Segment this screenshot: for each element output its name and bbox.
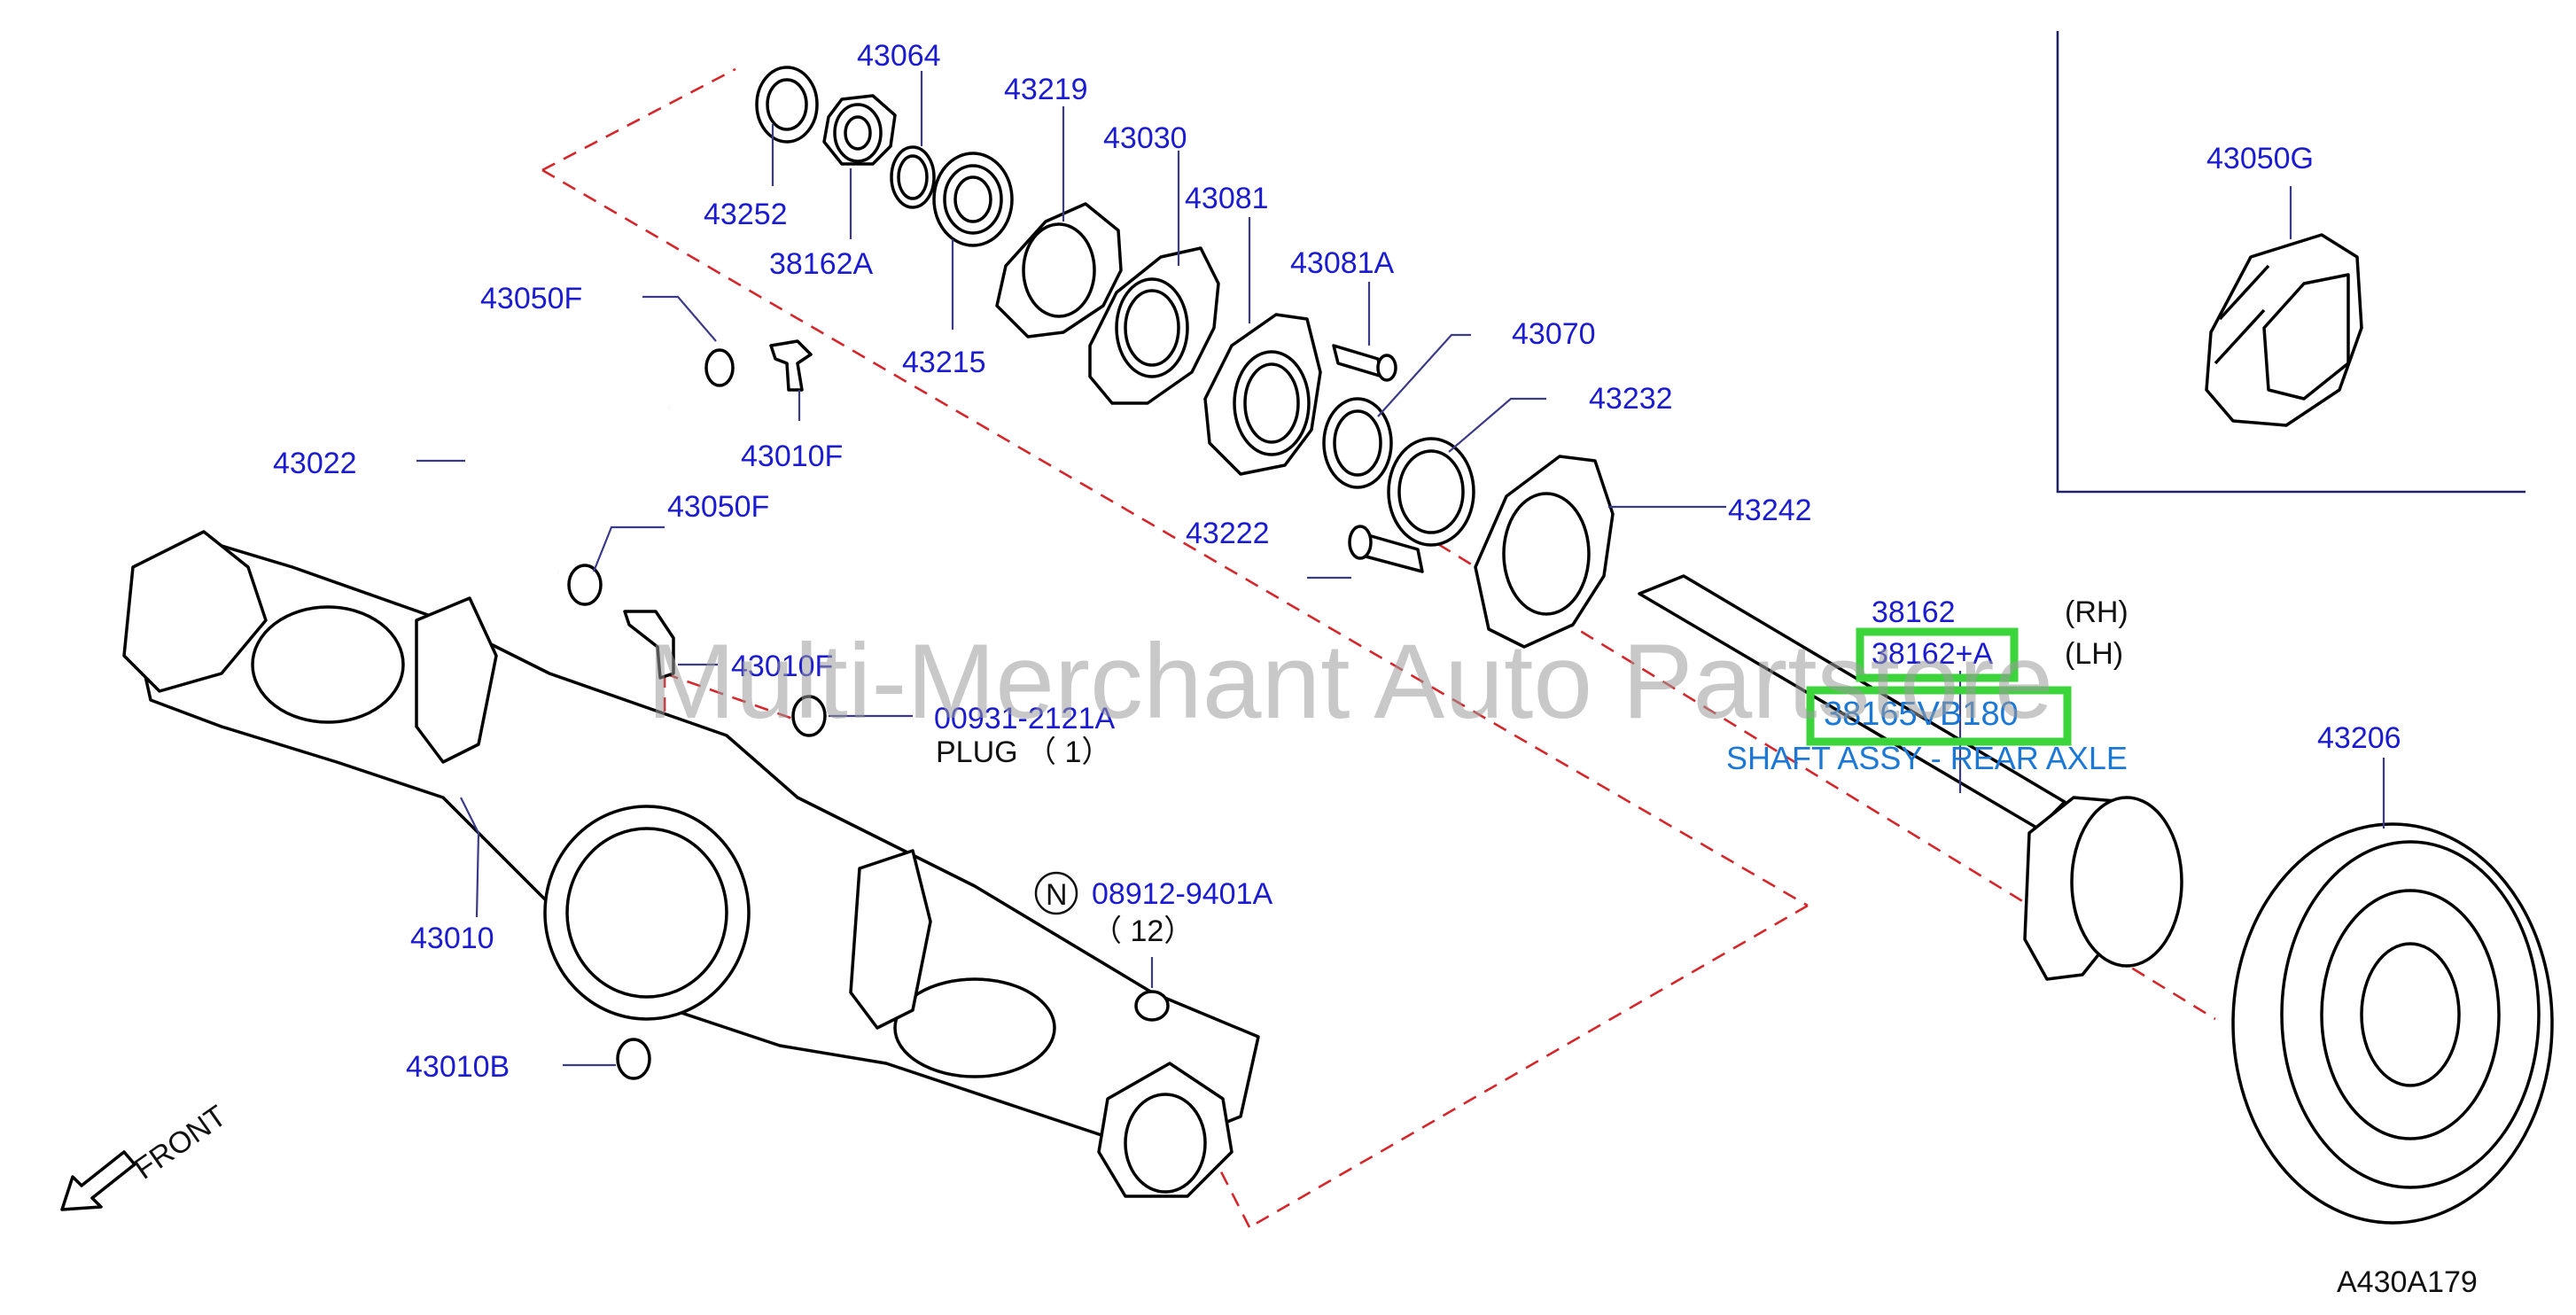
part-43050F-clamp-top	[704, 348, 735, 387]
label-43030: 43030	[1103, 121, 1187, 155]
label-38162A: 38162A	[769, 247, 874, 281]
label-plug: PLUG （ 1）	[936, 735, 1111, 769]
front-label: FRONT	[128, 1099, 233, 1186]
label-38162: 38162	[1872, 595, 1956, 629]
part-08912-nut	[1134, 990, 1170, 1022]
label-rh: (RH)	[2065, 595, 2129, 629]
part-43252-seal	[755, 66, 819, 144]
part-43215-bearing	[932, 152, 1014, 247]
label-43081A: 43081A	[1290, 246, 1395, 280]
part-43010-axle-housing	[122, 530, 1260, 1198]
part-43010F-connector-mid	[623, 610, 675, 680]
label-43242: 43242	[1728, 494, 1812, 527]
part-43050F-clamp-mid	[567, 564, 603, 606]
label-08912-9401A: 08912-9401A	[1092, 877, 1273, 911]
diagram-code: A430A179	[2337, 1265, 2478, 1299]
label-43022: 43022	[273, 447, 357, 480]
label-43050G: 43050G	[2206, 142, 2314, 175]
label-43010B: 43010B	[406, 1050, 510, 1084]
n-badge-letter: N	[1046, 878, 1068, 912]
label-43222: 43222	[1186, 517, 1270, 550]
part-43010F-connector-top	[769, 339, 813, 392]
part-43022-hose	[448, 404, 671, 575]
n-badge	[1034, 871, 1078, 915]
part-43064-snap-ring	[890, 145, 936, 209]
label-43215: 43215	[902, 346, 986, 379]
part-43232-bearing-ring	[1387, 437, 1475, 547]
label-43064: 43064	[857, 39, 941, 73]
part-43030-retainer	[1088, 246, 1220, 405]
label-43219: 43219	[1004, 73, 1088, 106]
label-shaft-assy: SHAFT ASSY - REAR AXLE	[1726, 740, 2128, 776]
label-43232: 43232	[1589, 382, 1673, 416]
front-arrow-icon	[60, 1150, 136, 1211]
part-38162A-nut	[822, 94, 897, 166]
part-43070-inner-seal	[1322, 397, 1393, 489]
label-43206: 43206	[2317, 721, 2401, 755]
part-43242-backing-plate	[1474, 455, 1615, 649]
label-38165VB180: 38165VB180	[1824, 696, 2019, 733]
part-43222-stud	[1348, 525, 1424, 573]
part-43081A-bolt	[1332, 344, 1397, 382]
watermark: Multi-Merchant Auto Partstore	[647, 622, 2053, 741]
label-qty-12: （ 12）	[1092, 914, 1194, 948]
label-43252: 43252	[704, 198, 788, 231]
leader-lines	[416, 71, 2385, 1067]
part-43050G-detail	[2205, 233, 2363, 427]
part-43081-hub-housing	[1203, 313, 1322, 476]
part-43219-gasket	[995, 202, 1123, 338]
detail-box-frame	[2056, 31, 2525, 494]
label-43050F-top: 43050F	[480, 282, 582, 315]
highlight-box-38162-plus-a	[1856, 627, 2019, 682]
part-00931-plug	[791, 695, 827, 737]
label-38162-plus-a: 38162+A	[1872, 637, 1993, 671]
label-lh: (LH)	[2065, 637, 2123, 671]
part-axle-shaft	[1638, 574, 2183, 981]
label-00931-2121A: 00931-2121A	[934, 702, 1116, 735]
label-43010F-mid: 43010F	[731, 650, 833, 683]
label-43081: 43081	[1185, 182, 1269, 215]
part-43010B-plug	[616, 1038, 651, 1080]
label-43010F-top: 43010F	[741, 440, 843, 473]
label-43070: 43070	[1512, 317, 1596, 351]
part-43206-brake-drum	[2231, 822, 2554, 1225]
highlight-box-38165VB180	[1806, 686, 2072, 746]
label-43050F-mid: 43050F	[667, 490, 769, 524]
label-43010: 43010	[410, 922, 494, 955]
